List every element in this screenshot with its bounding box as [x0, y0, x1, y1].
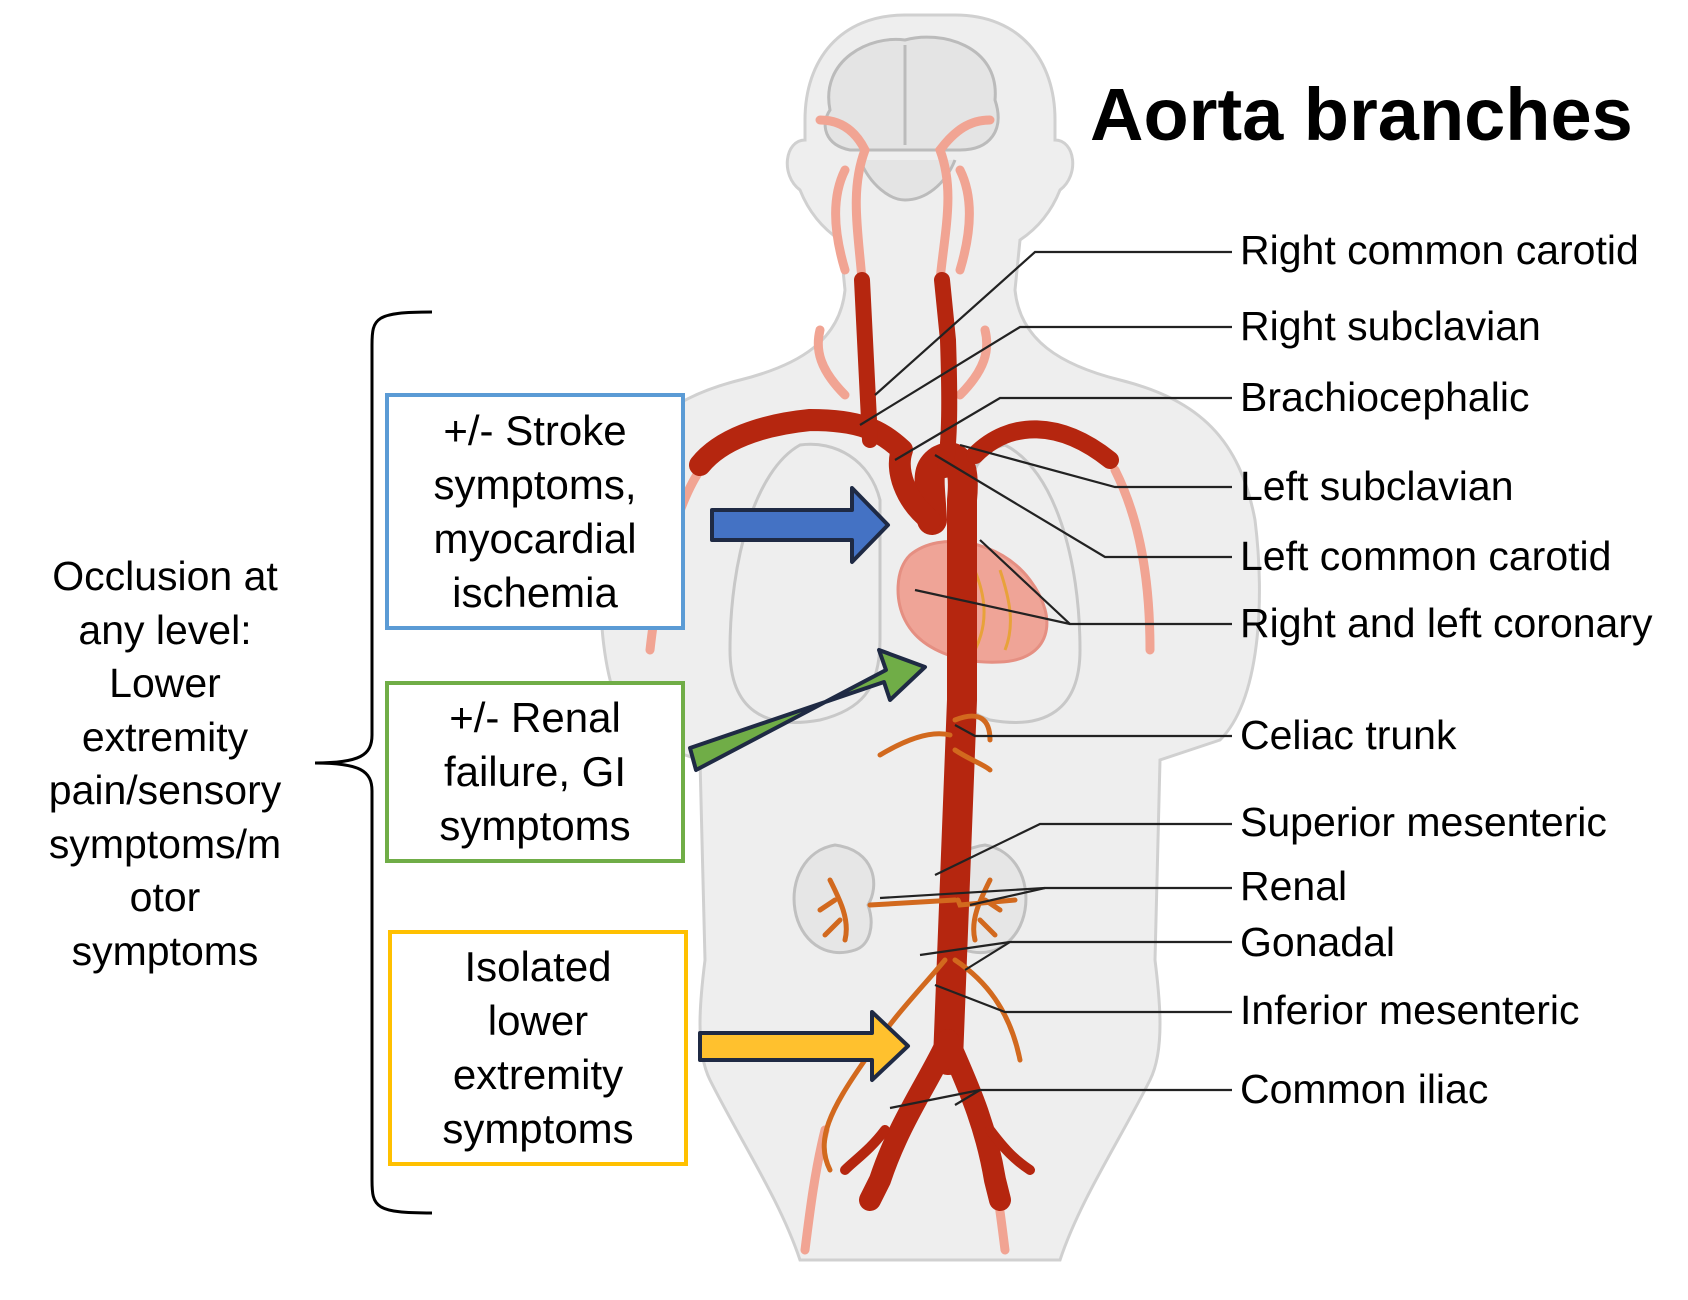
curly-brace	[314, 310, 433, 1215]
diagram-title: Aorta branches	[1090, 73, 1633, 156]
label-left-common-carotid: Left common carotid	[1240, 533, 1612, 579]
label-right-common-carotid: Right common carotid	[1240, 227, 1639, 273]
label-common-iliac: Common iliac	[1240, 1066, 1489, 1112]
label-right-subclavian: Right subclavian	[1240, 303, 1541, 349]
blue-arrow	[710, 486, 890, 564]
brain	[823, 35, 1000, 202]
label-left-subclavian: Left subclavian	[1240, 463, 1514, 509]
pointer-arrows	[688, 486, 927, 1082]
lower-extremity-symptoms-box: Isolated lower extremity symptoms	[388, 930, 688, 1166]
green-arrow	[688, 648, 927, 772]
label-inferior-mesenteric: Inferior mesenteric	[1240, 987, 1580, 1033]
label-celiac-trunk: Celiac trunk	[1240, 712, 1457, 758]
renal-gi-symptoms-box: +/- Renal failure, GI symptoms	[385, 681, 685, 863]
label-gonadal: Gonadal	[1240, 919, 1396, 965]
aorta	[689, 272, 1119, 1211]
occlusion-note: Occlusion at any level: Lower extremity …	[48, 553, 282, 974]
label-superior-mesenteric: Superior mesenteric	[1240, 799, 1607, 845]
yellow-arrow	[698, 1010, 910, 1082]
stroke-symptoms-box: +/- Stroke symptoms, myocardial ischemia	[385, 393, 685, 630]
leader-lines	[859, 250, 1232, 1110]
label-right-left-coronary: Right and left coronary	[1240, 600, 1653, 646]
label-renal: Renal	[1240, 863, 1348, 909]
label-brachiocephalic: Brachiocephalic	[1240, 374, 1530, 420]
